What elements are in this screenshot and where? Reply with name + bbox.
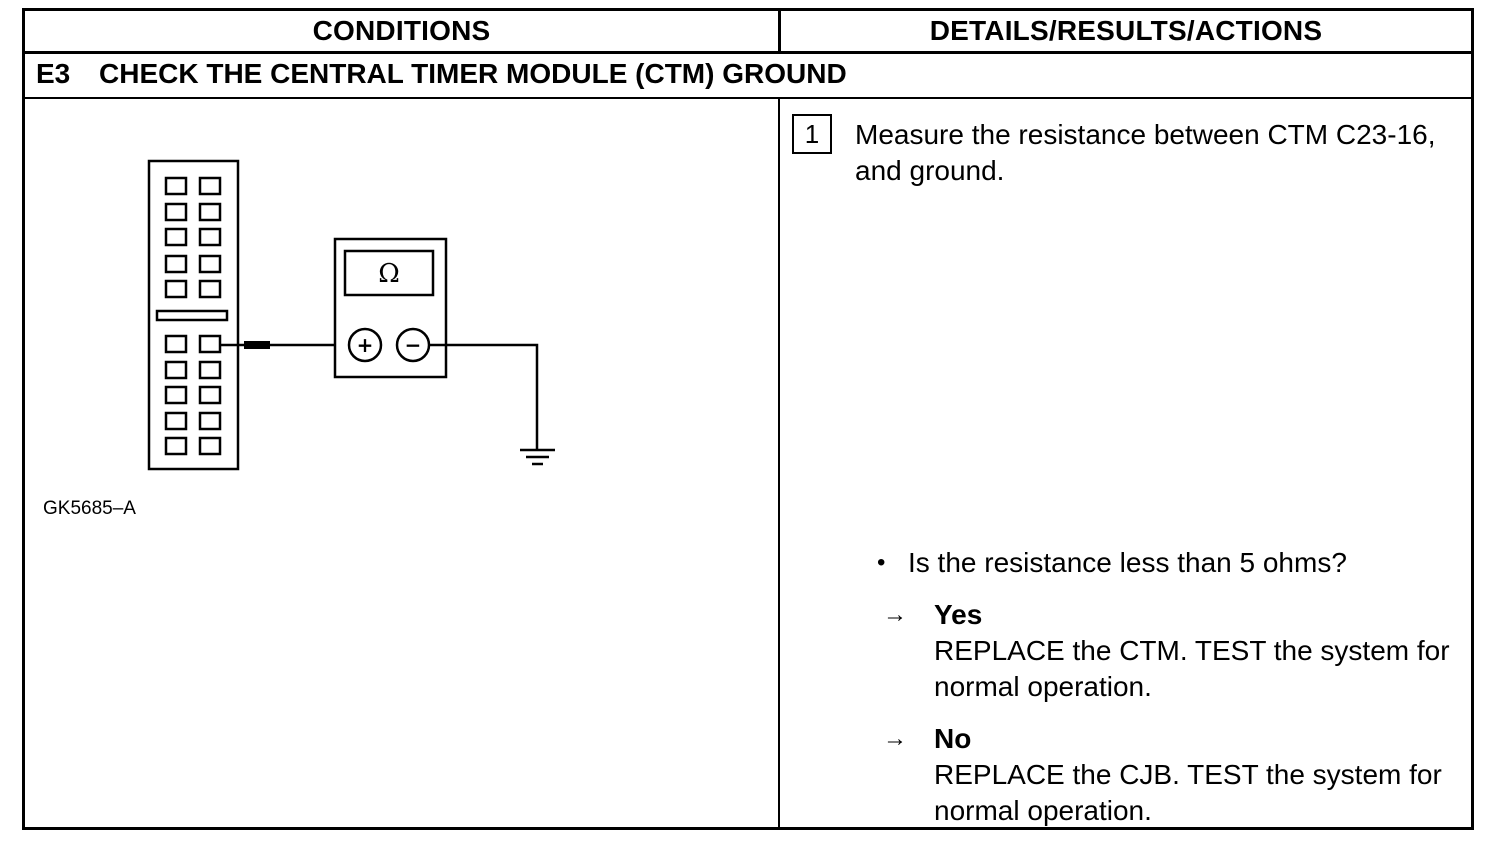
diagnostic-table: CONDITIONS DETAILS/RESULTS/ACTIONS E3 CH…	[22, 8, 1474, 830]
table-header: CONDITIONS DETAILS/RESULTS/ACTIONS	[25, 11, 1471, 54]
conditions-header: CONDITIONS	[312, 15, 491, 46]
details-header: DETAILS/RESULTS/ACTIONS	[929, 15, 1323, 46]
step-title: CHECK THE CENTRAL TIMER MODULE (CTM) GRO…	[99, 58, 847, 89]
details-cell: 1 Measure the resistance between CTM C23…	[780, 99, 1471, 830]
probe-lead-negative	[429, 343, 539, 450]
ohm-symbol: Ω	[378, 259, 400, 289]
answer-action-no: REPLACE the CJB. TEST the system for nor…	[934, 759, 1442, 826]
connector-icon	[147, 159, 240, 471]
conditions-cell: Ω + − GK5685–A	[25, 99, 778, 830]
step-number: E3	[36, 58, 71, 89]
plus-terminal-label: +	[357, 333, 374, 357]
arrow-right-icon: →	[883, 601, 907, 628]
bullet-icon: •	[877, 549, 886, 576]
probe-lead-positive	[220, 341, 345, 349]
arrow-right-icon: →	[883, 725, 907, 752]
minus-terminal-label: −	[405, 333, 422, 357]
instruction-text: Measure the resistance between CTM C23-1…	[855, 119, 1436, 186]
step-title-row: E3 CHECK THE CENTRAL TIMER MODULE (CTM) …	[25, 54, 1471, 99]
header-divider	[778, 11, 781, 54]
column-divider	[778, 99, 780, 830]
ground-symbol-icon	[520, 448, 555, 466]
question-text: Is the resistance less than 5 ohms?	[908, 547, 1347, 578]
answer-label-yes: Yes	[934, 599, 983, 630]
measurement-diagram: Ω + −	[147, 159, 555, 471]
answer-label-no: No	[934, 723, 972, 754]
ohmmeter-icon	[333, 237, 448, 379]
figure-id: GK5685–A	[43, 498, 136, 519]
substep-number-box: 1	[792, 114, 832, 154]
answer-action-yes: REPLACE the CTM. TEST the system for nor…	[934, 635, 1450, 702]
